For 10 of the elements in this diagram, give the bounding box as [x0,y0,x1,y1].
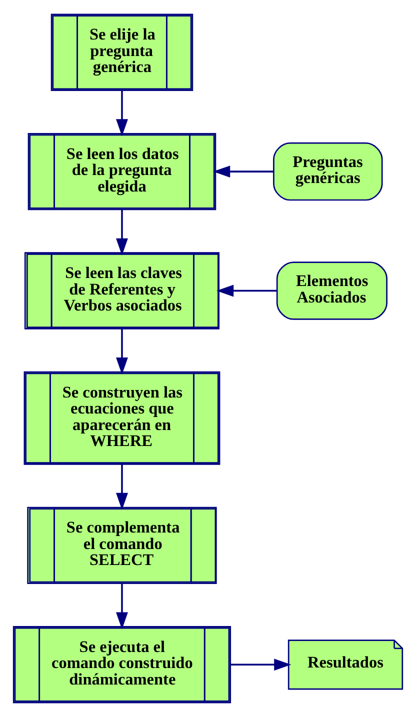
arrow [213,166,274,178]
node-box: Preguntas genéricas [273,142,383,201]
arrow [116,464,128,510]
arrow [116,328,128,375]
arrow [116,210,128,256]
arrow [216,284,277,297]
arrow [230,658,292,671]
arrow [116,584,128,630]
node-box: Elementos Asociados [276,262,388,320]
arrow [116,90,128,136]
